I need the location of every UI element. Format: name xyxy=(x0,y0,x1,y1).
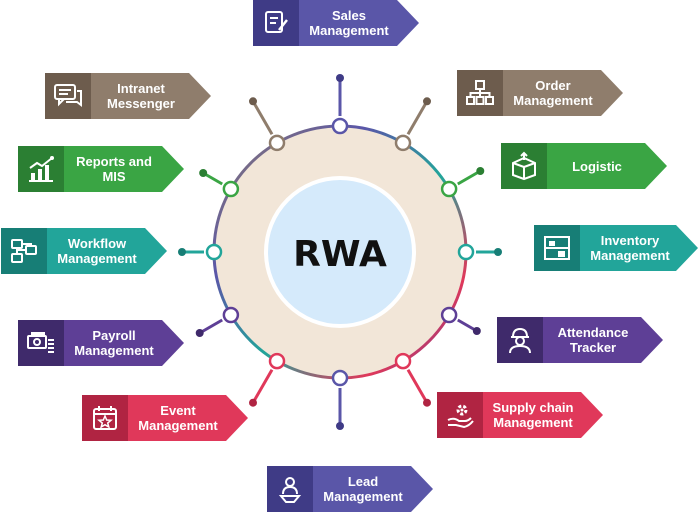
hierarchy-icon xyxy=(457,70,503,116)
ring-node-intranet xyxy=(268,134,286,152)
module-tag-order[interactable]: Order Management xyxy=(457,70,623,116)
module-label-supply: Supply chain Management xyxy=(492,400,574,430)
ring-node-order xyxy=(394,134,412,152)
module-tag-logistic[interactable]: Logistic xyxy=(501,143,667,189)
spoke-end-dot-event xyxy=(249,398,257,407)
module-tag-workflow[interactable]: Workflow Management xyxy=(1,228,167,274)
connector-spokes xyxy=(178,74,502,430)
module-tag-intranet[interactable]: Intranet Messenger xyxy=(45,73,211,119)
module-tag-supply[interactable]: Supply chain Management xyxy=(437,392,603,438)
module-label-workflow: Workflow Management xyxy=(57,236,137,266)
module-tag-reports[interactable]: Reports and MIS xyxy=(18,146,184,192)
spoke-end-dot-lead xyxy=(336,422,344,430)
module-label-attendance: Attendance Tracker xyxy=(557,325,629,355)
module-tag-inventory[interactable]: Inventory Management xyxy=(534,225,698,271)
module-tag-lead[interactable]: Lead Management xyxy=(267,466,433,512)
module-label-event: Event Management xyxy=(138,403,218,433)
ring-node-payroll xyxy=(222,306,240,324)
spoke-end-dot-sales xyxy=(336,74,344,82)
ring-node-attendance xyxy=(440,306,458,324)
gear-hand-icon xyxy=(437,392,483,438)
ring-node-inventory xyxy=(457,243,475,261)
chat-icon xyxy=(45,73,91,119)
spoke-end-dot-intranet xyxy=(249,97,257,106)
ring-node-logistic xyxy=(440,180,458,198)
ring-nodes xyxy=(205,117,475,387)
module-tag-sales[interactable]: Sales Management xyxy=(253,0,419,46)
module-label-lead: Lead Management xyxy=(323,474,403,504)
module-label-sales: Sales Management xyxy=(309,8,389,38)
ring-node-sales xyxy=(331,117,349,135)
money-icon xyxy=(18,320,64,366)
spoke-end-dot-payroll xyxy=(195,329,204,337)
chart-icon xyxy=(18,146,64,192)
spoke-end-dot-supply xyxy=(423,398,431,407)
spoke-end-dot-attendance xyxy=(472,327,481,335)
ring-node-event xyxy=(268,352,286,370)
center-label: RWA xyxy=(293,233,387,275)
module-tag-payroll[interactable]: Payroll Management xyxy=(18,320,184,366)
module-tag-event[interactable]: Event Management xyxy=(82,395,248,441)
ring-node-lead xyxy=(331,369,349,387)
module-label-inventory: Inventory Management xyxy=(590,233,670,263)
module-label-payroll: Payroll Management xyxy=(74,328,154,358)
spoke-end-dot-order xyxy=(423,97,431,106)
inner-circle xyxy=(264,176,416,328)
module-label-intranet: Intranet Messenger xyxy=(107,81,175,111)
spoke-event xyxy=(251,369,274,404)
ring-node-supply xyxy=(394,352,412,370)
module-label-logistic: Logistic xyxy=(572,158,622,174)
spoke-end-dot-workflow xyxy=(178,248,186,256)
box-icon xyxy=(501,143,547,189)
spoke-intranet xyxy=(251,100,274,135)
spoke-end-dot-inventory xyxy=(494,248,502,256)
spoke-order xyxy=(406,100,429,135)
spoke-supply xyxy=(406,369,429,404)
spoke-end-dot-logistic xyxy=(476,167,485,175)
worker-icon xyxy=(497,317,543,363)
spoke-payroll xyxy=(198,318,223,335)
workflow-icon xyxy=(1,228,47,274)
calendar-star-icon xyxy=(82,395,128,441)
module-label-order: Order Management xyxy=(513,78,593,108)
ring-node-workflow xyxy=(205,243,223,261)
shelf-icon xyxy=(534,225,580,271)
spoke-logistic xyxy=(457,169,482,186)
document-pen-icon xyxy=(253,0,299,46)
ring-node-reports xyxy=(222,180,240,198)
spoke-end-dot-reports xyxy=(199,169,208,177)
module-tag-attendance[interactable]: Attendance Tracker xyxy=(497,317,663,363)
module-label-reports: Reports and MIS xyxy=(76,154,152,184)
lead-icon xyxy=(267,466,313,512)
